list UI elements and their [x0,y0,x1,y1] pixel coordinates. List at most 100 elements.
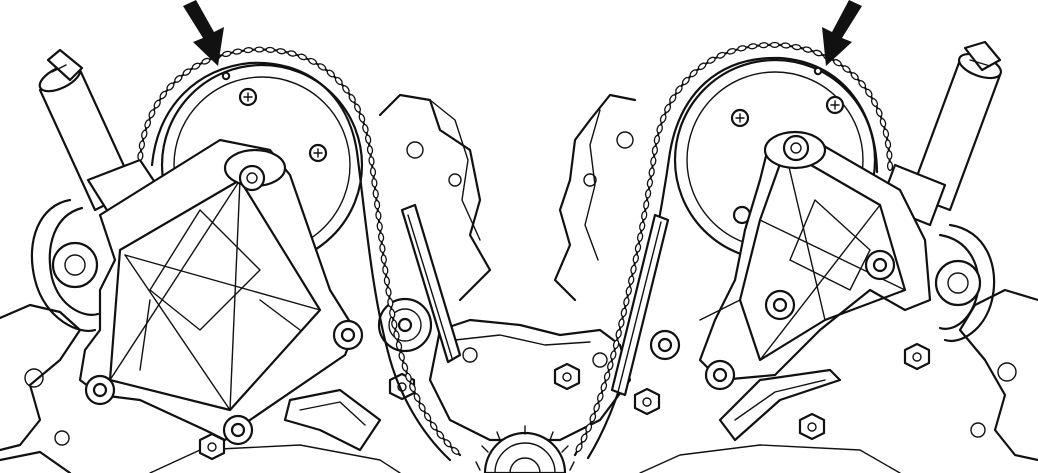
chain-link [254,46,265,53]
chain-link [597,392,604,402]
left-cam-sprocket-timing-dot [221,71,231,81]
chain-link [385,286,392,297]
chain-link [364,134,372,144]
chain-link [380,254,387,265]
chain-link [650,156,657,167]
chain-link [607,360,614,371]
chain-link [383,276,391,286]
chain-link [858,79,867,89]
chain-link [875,107,883,118]
chain-link [334,76,343,86]
chain-link [618,318,625,328]
chain-link [382,265,389,275]
chain-link [639,221,646,232]
chain-link [747,43,758,50]
chain-link [623,296,630,307]
chain-link [326,69,336,78]
chain-link [593,402,601,413]
left-chain-guide [400,203,462,364]
chain-link [615,329,622,339]
chain-link [758,42,769,49]
chain-link [575,443,583,453]
chain-link [813,49,823,57]
chain-link [648,167,655,177]
left-lower-guide [283,388,382,452]
chain-link [641,210,648,221]
chain-link [600,381,608,392]
left-tensioner-bracket [78,138,364,446]
chain-link [850,72,859,81]
chain-link [689,69,698,78]
chain-link [287,50,297,57]
chain-link [221,50,232,58]
chain-link [232,48,243,55]
chain-link [443,439,452,448]
chain-link [865,88,873,98]
chain-link [628,275,635,285]
engine-block [0,93,1038,473]
chain-link [429,421,438,431]
chain-link [625,286,632,296]
crankshaft-sprocket [475,425,575,473]
chain-link [366,145,374,155]
chain-link [620,307,628,318]
chain-link [413,393,421,403]
chain-link [706,56,716,64]
chain-link [884,139,892,149]
chain-link [656,124,663,134]
chain-link [418,402,426,412]
chain-link [395,341,403,351]
chain-link [644,188,652,199]
chain-link [398,351,405,362]
chain-link [697,62,707,71]
chain-link [243,47,254,54]
chain-link [423,412,432,422]
chain-link [681,76,690,86]
chain-link [141,129,148,140]
chain-link [374,199,381,210]
chain-link [348,93,356,103]
chain-link [802,46,813,53]
chain-link [378,232,385,243]
chain-link [879,117,887,128]
chain-link [153,99,161,109]
chain-link [387,297,394,308]
chain-link [664,103,672,113]
right-tensioner-bracket [649,130,932,391]
chain-link [358,113,366,123]
chain-link [651,145,658,156]
chain-link [882,128,890,139]
chain-link [137,151,144,161]
chain-link [379,243,386,254]
chain-link [372,188,379,199]
chain-link [791,43,802,51]
chain-link [401,362,409,372]
right-lower-guide [718,368,842,442]
chain-link [780,42,791,49]
chain-link [276,48,287,55]
chain-link [159,90,168,100]
chain-link [832,59,842,67]
chain-link [659,113,667,124]
chain-link [174,74,183,83]
chain-link [405,372,412,383]
right-timing-mark-arrow [822,0,862,66]
chain-link [610,350,617,360]
chain-link [201,57,211,65]
chain-link [634,243,642,253]
chain-link [375,210,382,221]
chain-link [371,177,378,188]
chain-link [589,413,597,423]
chain-link [886,161,894,171]
left-timing-mark-arrow [183,0,224,66]
chain-link [265,46,276,53]
chain-link [769,41,780,48]
chain-link [369,166,377,177]
chain-link [182,68,192,76]
chain-link [393,330,400,340]
chain-link [737,45,747,52]
chain-link [144,119,152,129]
chain-link [675,85,683,94]
chain-link [716,51,726,59]
